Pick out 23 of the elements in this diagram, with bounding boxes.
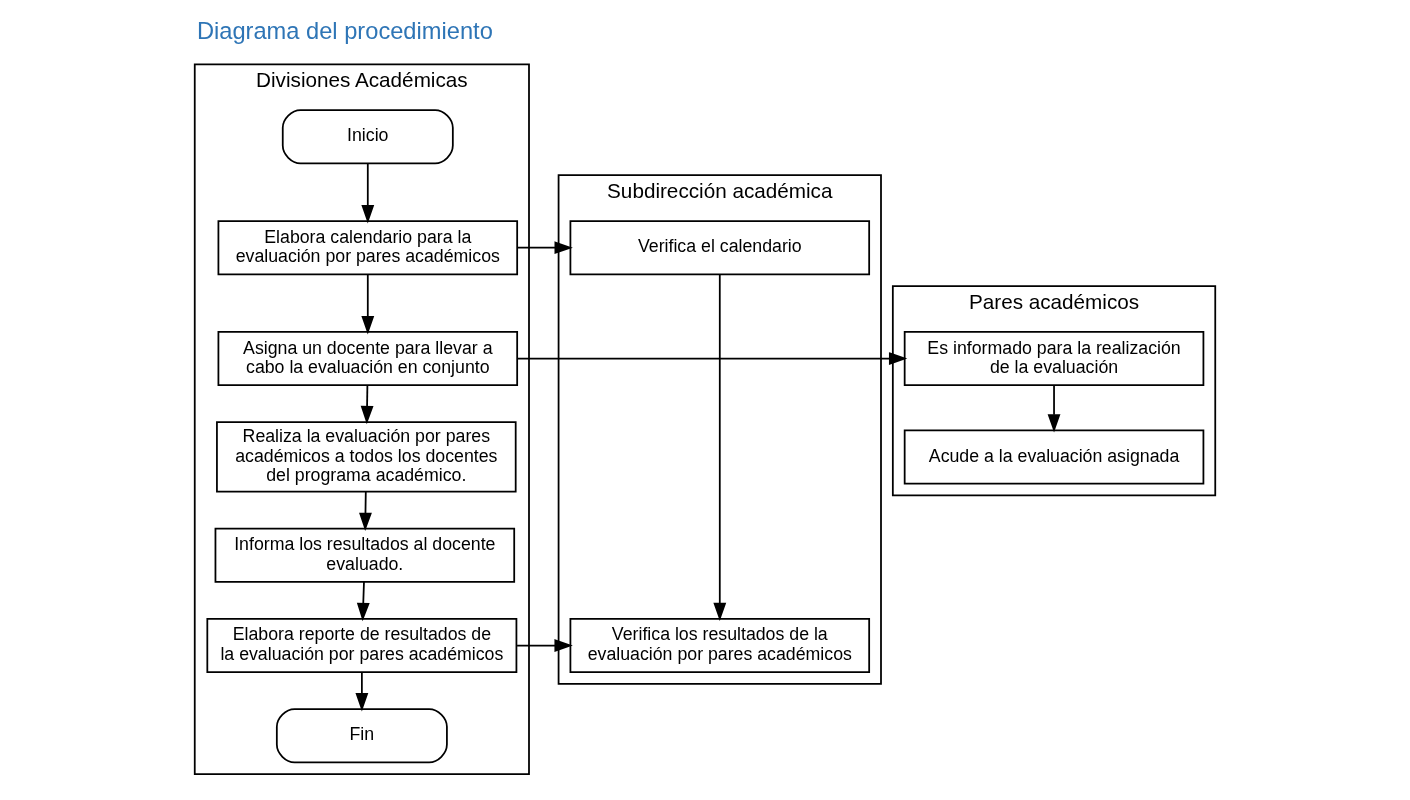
node-box: Informa los resultados al docente evaluado. [214, 527, 516, 583]
arrow [516, 639, 573, 652]
node-box: Acude a la evaluación asignada [903, 429, 1205, 485]
node-box: Asigna un docente para llevar a cabo la evaluación en conjunto [217, 331, 519, 387]
arrow [361, 273, 375, 335]
node-box: Verifica el calendario [569, 220, 871, 276]
node-box: Es informado para la realización de la evaluación [903, 331, 1205, 387]
node-box: Elabora reporte de resultados de la evaluación por pares académicos [206, 618, 518, 673]
node-box: Realiza la evaluación por pares académicos a todos los docentes del programa académico. [216, 421, 517, 493]
node-box: Fin [275, 708, 448, 764]
arrow [1047, 384, 1061, 433]
node-box: Verifica los resultados de la evaluación por pares académicos [569, 618, 871, 673]
node-box: Inicio [281, 109, 454, 165]
arrow [356, 581, 370, 622]
arrow [360, 384, 374, 425]
node-box: Elabora calendario para la evaluación por pares académicos [217, 220, 519, 276]
arrow [355, 671, 369, 712]
arrow [516, 352, 908, 365]
arrow [713, 273, 727, 622]
arrow [361, 162, 375, 224]
arrow [516, 241, 573, 255]
diagram-title: Diagrama del procedimiento [196, 17, 493, 44]
arrow [359, 490, 372, 532]
